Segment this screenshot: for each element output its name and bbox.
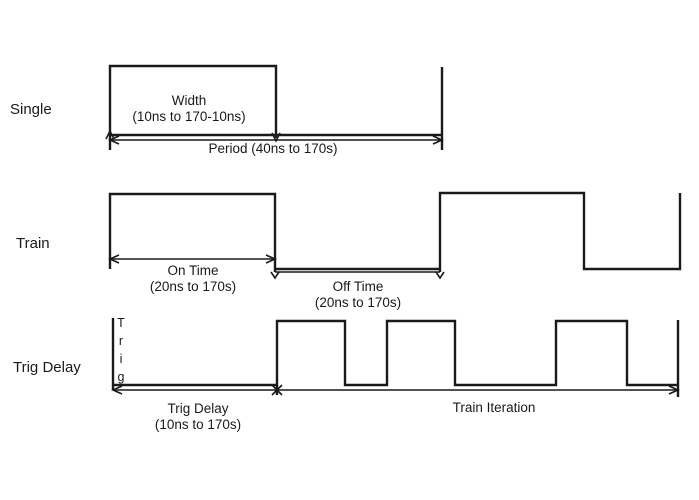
period-right-arrow bbox=[432, 135, 444, 145]
diagram-strokes bbox=[105, 64, 682, 397]
row-label-train: Train bbox=[16, 235, 50, 252]
period-left-arrow bbox=[108, 135, 120, 145]
train-dimensions bbox=[108, 254, 445, 280]
dimension-junction-cross-mark bbox=[271, 384, 283, 396]
row-label-trig-delay: Trig Delay bbox=[13, 359, 81, 376]
train-waveform bbox=[108, 191, 682, 272]
row-label-single: Single bbox=[10, 101, 52, 118]
off-time-annotation-range: (20ns to 170s) bbox=[314, 294, 402, 310]
width-annotation: Width (10ns to 170-10ns) bbox=[132, 93, 245, 124]
on-time-annotation-title: On Time bbox=[167, 263, 219, 278]
single-pulse bbox=[108, 64, 278, 150]
trig-delay-waveform bbox=[111, 318, 680, 397]
train-iteration-annotation: Train Iteration bbox=[452, 400, 536, 415]
trig-marker-label: Trig bbox=[114, 316, 128, 388]
on-time-annotation-range: (20ns to 170s) bbox=[149, 278, 237, 294]
single-dimensions bbox=[105, 129, 444, 145]
on-time-left-arrow bbox=[108, 254, 120, 264]
off-time-right-arrow bbox=[435, 271, 445, 280]
off-time-left-arrow bbox=[270, 271, 280, 280]
trig-delay-pulse-train bbox=[113, 319, 678, 387]
width-annotation-title: Width bbox=[171, 93, 207, 108]
train-pulse-1 bbox=[108, 192, 277, 272]
single-waveform bbox=[108, 64, 444, 150]
trig-delay-left-arrow bbox=[111, 385, 123, 395]
trig-delay-annotation-title: Trig Delay bbox=[167, 401, 229, 416]
on-time-annotation: On Time (20ns to 170s) bbox=[150, 263, 236, 294]
trig-delay-dimensions bbox=[111, 384, 680, 396]
train-iteration-right-arrow bbox=[668, 385, 680, 395]
width-end-arrow bbox=[271, 132, 281, 143]
off-time-annotation-title: Off Time bbox=[332, 279, 384, 294]
period-annotation: Period (40ns to 170s) bbox=[208, 141, 338, 156]
trig-delay-annotation: Trig Delay (10ns to 170s) bbox=[155, 401, 241, 432]
width-start-arrow bbox=[105, 129, 115, 140]
off-time-annotation: Off Time (20ns to 170s) bbox=[315, 279, 401, 310]
width-annotation-range: (10ns to 170-10ns) bbox=[132, 108, 246, 124]
train-pulse-2 bbox=[438, 191, 682, 272]
trig-delay-annotation-range: (10ns to 170s) bbox=[154, 416, 242, 432]
on-time-right-arrow bbox=[265, 254, 277, 264]
